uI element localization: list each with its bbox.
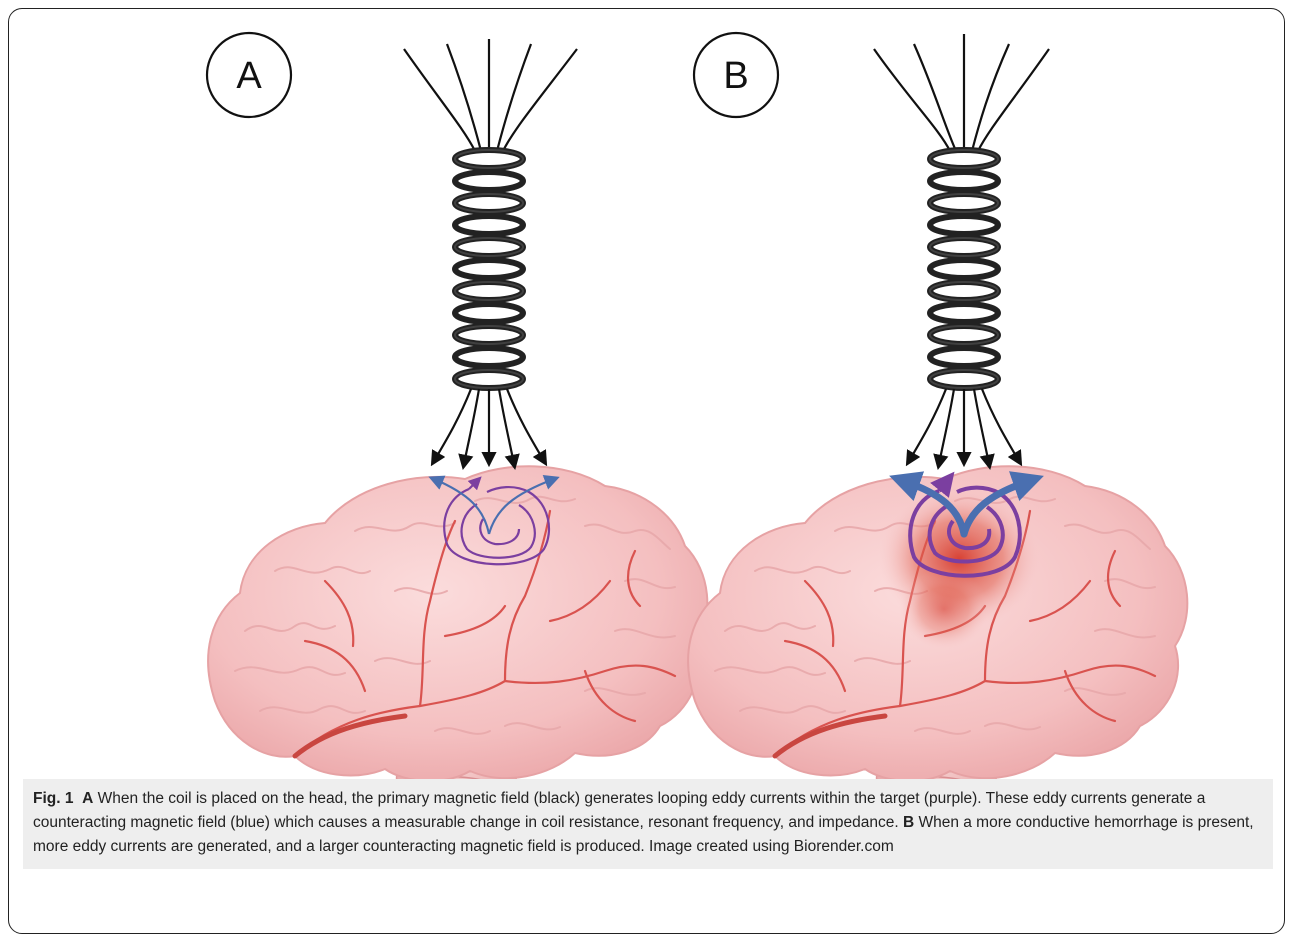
figure-illustration: A <box>9 9 1285 779</box>
caption-a-label: A <box>82 790 93 807</box>
caption-b-label: B <box>903 814 914 831</box>
primary-field-lines-bottom-b <box>909 389 1019 464</box>
primary-field-lines-top-b <box>874 34 1049 151</box>
panel-b-label: B <box>723 55 748 97</box>
figure-caption: Fig. 1 A When the coil is placed on the … <box>23 779 1273 869</box>
figure-frame: A <box>8 8 1285 934</box>
panel-b: B <box>688 33 1187 779</box>
primary-field-lines-bottom <box>434 389 544 464</box>
primary-field-lines-top <box>404 39 577 151</box>
caption-fig-label: Fig. 1 <box>33 790 73 807</box>
panel-a: A <box>207 33 707 779</box>
coil-b <box>930 150 998 388</box>
coil <box>455 150 523 388</box>
brain-illustration <box>208 466 707 779</box>
panel-a-label: A <box>236 55 262 97</box>
